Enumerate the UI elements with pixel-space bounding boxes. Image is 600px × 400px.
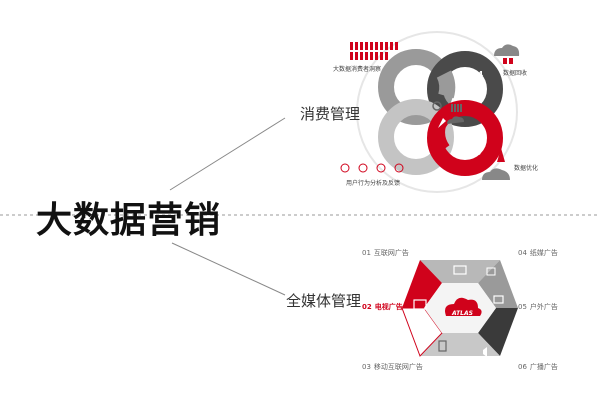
connector-lower bbox=[171, 242, 286, 296]
hex-center-label: ATLAS bbox=[452, 310, 473, 317]
hex-item-03-num: 03 bbox=[362, 363, 371, 371]
hex-item-04-num: 04 bbox=[518, 249, 527, 257]
hex-segment-topright bbox=[478, 260, 518, 308]
branch-label-media: 全媒体管理 bbox=[286, 292, 362, 310]
target-icon bbox=[432, 101, 442, 111]
hex-item-06-num: 06 bbox=[518, 363, 527, 371]
connector-upper bbox=[169, 117, 286, 191]
hex-item-06-text: 广播广告 bbox=[529, 363, 558, 371]
hex-item-03-text: 移动互联网广告 bbox=[373, 363, 423, 371]
ring-number-04: 04 bbox=[472, 70, 484, 79]
phone-icon bbox=[438, 340, 447, 352]
hex-segment-bottomright bbox=[478, 308, 518, 356]
center-grid-icon bbox=[451, 104, 462, 112]
hex-item-05-text: 户外广告 bbox=[529, 303, 558, 311]
rings-diagram bbox=[340, 31, 520, 193]
ring-label-recovery: 数据回收 bbox=[503, 70, 528, 77]
atlas-cloud-icon bbox=[445, 297, 482, 316]
hex-segment-top bbox=[420, 260, 500, 283]
ring-label-behavior: 用户行为分析及反馈 bbox=[346, 180, 401, 187]
hex-item-05-num: 05 bbox=[518, 303, 527, 311]
bottom-icons bbox=[340, 163, 404, 173]
hex-segment-left bbox=[402, 260, 442, 308]
ring-label-insight: 大数据消费者洞察 bbox=[333, 66, 382, 73]
monitor-icon bbox=[413, 299, 427, 310]
hex-segment-bottom bbox=[420, 333, 500, 356]
hex-item-02-text: 电视广告 bbox=[374, 303, 403, 311]
hex-item-01-text: 互联网广告 bbox=[373, 249, 409, 257]
people-icons bbox=[350, 42, 398, 60]
main-title: 大数据营销 bbox=[36, 200, 222, 241]
cloud-download-icon bbox=[494, 44, 520, 64]
billboard-icon bbox=[493, 295, 504, 304]
hex-item-04-text: 纸媒广告 bbox=[529, 249, 558, 257]
hexagon-diagram bbox=[401, 260, 518, 357]
ring-number-02: 02 bbox=[403, 146, 415, 155]
rocket-cloud-icon bbox=[482, 148, 510, 180]
hex-item-02-num: 02 bbox=[362, 303, 372, 311]
speaker-icon bbox=[483, 347, 487, 357]
laptop-icon bbox=[453, 265, 467, 275]
ring-number-03: 03 bbox=[470, 148, 482, 157]
ring-02 bbox=[378, 99, 454, 175]
ring-label-optimize: 数据优化 bbox=[514, 165, 539, 172]
newspaper-icon bbox=[486, 267, 496, 276]
branch-label-consumption: 消费管理 bbox=[300, 105, 361, 123]
ring-number-01: 01 bbox=[405, 72, 417, 81]
rocket-icon bbox=[438, 118, 446, 128]
center-cloud-icon bbox=[447, 116, 464, 124]
hex-item-01-num: 01 bbox=[362, 249, 371, 257]
ring-04 bbox=[427, 51, 503, 127]
